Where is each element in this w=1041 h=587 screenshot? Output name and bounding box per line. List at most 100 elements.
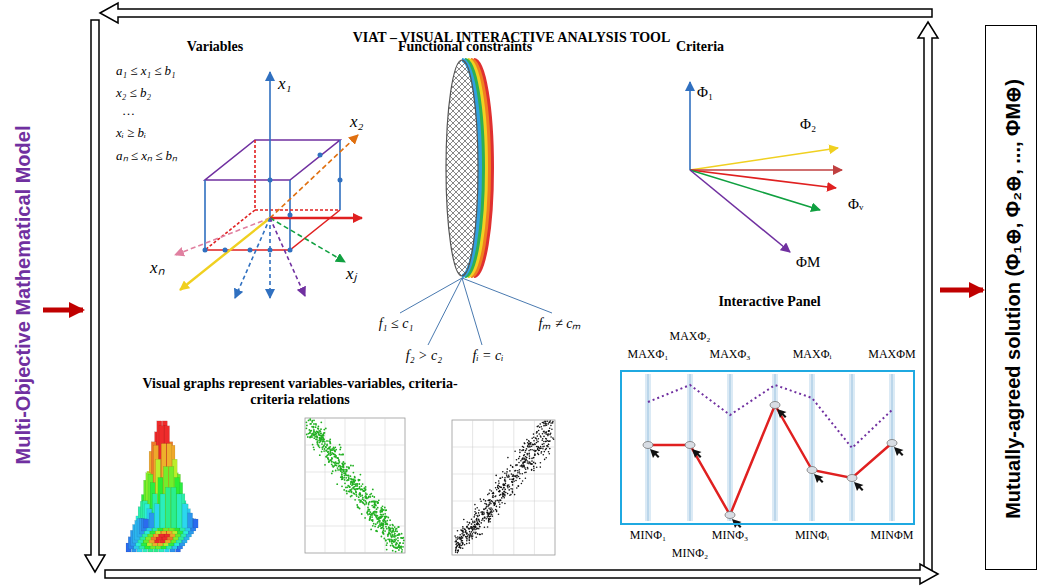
scatter-dot (504, 477, 506, 479)
scatter-dot (331, 457, 333, 459)
scatter-dot (536, 442, 538, 444)
scatter-dot (347, 485, 349, 487)
scatter-dot (344, 475, 346, 477)
scatter-dot (384, 530, 386, 532)
scatter-dot (343, 489, 345, 491)
scatter-dot (317, 431, 319, 433)
scatter-dot (489, 509, 491, 511)
scatter-dot (501, 502, 503, 504)
constraint-lens (400, 278, 552, 345)
scatter-dot (385, 509, 387, 511)
slider-limit-label: MINΦ₃ (712, 529, 748, 543)
scatter-dot (509, 494, 511, 496)
scatter-dot (466, 540, 468, 542)
scatter-dot (391, 536, 393, 538)
scatter-dot (310, 436, 312, 438)
scatter-dot (541, 428, 543, 430)
scatter-dot (321, 447, 323, 449)
scatter-dot (531, 449, 533, 451)
scatter-dot (391, 540, 393, 542)
scatter-dot (519, 456, 521, 458)
scatter-dot (488, 499, 490, 501)
scatter-dot (488, 520, 490, 522)
cube-figure (235, 218, 270, 298)
constraint-lens (462, 278, 552, 313)
scatter-dot (514, 451, 516, 453)
scatter-dot (375, 504, 377, 506)
scatter-dot (373, 496, 375, 498)
scatter-dot (359, 493, 361, 495)
scatter-dot (462, 540, 464, 542)
scatter-dot (365, 492, 367, 494)
scatter-dot (392, 524, 394, 526)
scatter-dot (359, 486, 361, 488)
scatter-dot (529, 446, 531, 448)
criterion-label: Φᵥ (848, 196, 863, 213)
scatter-dot (323, 429, 325, 431)
scatter-dot (344, 471, 346, 473)
constraint-label: fₘ ≠ cₘ (539, 316, 582, 332)
scatter-dot (548, 441, 550, 443)
scatter-dot (512, 491, 514, 493)
scatter-dot (523, 455, 525, 457)
histogram-bar (188, 513, 193, 528)
scatter-dot (460, 537, 462, 539)
cursor-icon (650, 449, 660, 458)
scatter-dot (349, 486, 351, 488)
scatter-dot (550, 425, 552, 427)
scatter-dot (548, 433, 550, 435)
scatter-dot (328, 461, 330, 463)
scatter-dot (355, 489, 357, 491)
scatter-dot (496, 506, 498, 508)
scatter-dot (469, 522, 471, 524)
scatter-dot (337, 469, 339, 471)
scatter-dot (381, 510, 383, 512)
criteria-axes (689, 82, 691, 170)
scatter-dot (340, 468, 342, 470)
scatter-dot (526, 448, 528, 450)
scatter-dot (534, 451, 536, 453)
scatter-dot (389, 541, 391, 543)
scatter-dot (525, 460, 527, 462)
scatter-dot (529, 458, 531, 460)
scatter-dot (524, 461, 526, 463)
scatter-dot (533, 457, 535, 459)
cube-figure (270, 217, 362, 219)
scatter-dot (469, 522, 471, 524)
scatter-dot (341, 478, 343, 480)
scatter-dot (548, 444, 550, 446)
scatter-dot (507, 485, 509, 487)
scatter-dot (382, 526, 384, 528)
scatter-dot (494, 502, 496, 504)
scatter-dot (365, 503, 367, 505)
scatter-dot (382, 531, 384, 533)
scatter-dot (317, 427, 319, 429)
scatter-dot (309, 418, 311, 420)
scatter-dot (481, 533, 483, 535)
scatter-dot (472, 529, 474, 531)
scatter-dot (355, 494, 357, 496)
scatter-dot (476, 519, 478, 521)
cube-figure (270, 218, 345, 262)
scatter-dot (533, 470, 535, 472)
axis-label: x₂ (350, 112, 363, 132)
scatter-dot (362, 490, 364, 492)
scatter-dot (542, 446, 544, 448)
scatter-dot (472, 527, 474, 529)
scatter-dot (541, 440, 543, 442)
scatter-dot (349, 491, 351, 493)
scatter-dot (395, 547, 397, 549)
scatter-dot (458, 550, 460, 552)
relation-graphs (452, 420, 555, 555)
scatter-dot (486, 512, 488, 514)
scatter-dot (341, 474, 343, 476)
scatter-dot (322, 437, 324, 439)
scatter-dot (320, 438, 322, 440)
scatter-dot (350, 481, 352, 483)
scatter-dot (380, 524, 382, 526)
scatter-dot (490, 515, 492, 517)
scatter-dot (341, 477, 343, 479)
scatter-dot (372, 525, 374, 527)
scatter-dot (329, 454, 331, 456)
scatter-dot (531, 469, 533, 471)
